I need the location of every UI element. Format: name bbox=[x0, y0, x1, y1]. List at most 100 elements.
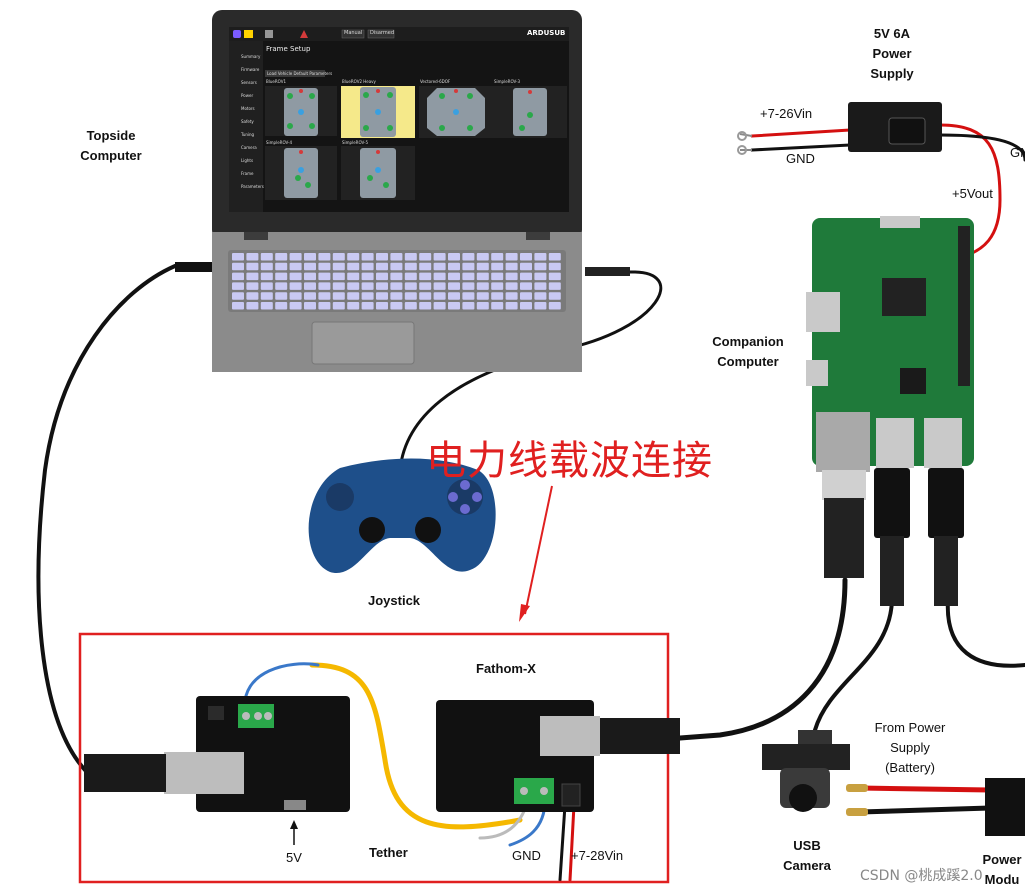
screen-menu-item[interactable]: Lights bbox=[241, 158, 254, 163]
keyboard-key bbox=[332, 302, 345, 310]
watermark: CSDN @桃成蹊2.0 bbox=[860, 868, 983, 884]
keyboard-key bbox=[246, 302, 259, 310]
label-gnd-cut: GN bbox=[1010, 145, 1025, 160]
keyboard-key bbox=[361, 292, 374, 300]
psu-red-in bbox=[750, 128, 852, 138]
label-joystick: Joystick bbox=[368, 593, 421, 608]
keyboard-key bbox=[419, 262, 432, 271]
keyboard-key bbox=[491, 253, 504, 261]
keyboard-key bbox=[520, 292, 532, 300]
battery-black bbox=[857, 805, 993, 815]
keyboard-key bbox=[246, 272, 259, 281]
screen-menu-item[interactable]: Firmware bbox=[241, 67, 260, 72]
keyboard-key bbox=[347, 262, 360, 271]
frame-tile-label[interactable]: SimpleROV-4 bbox=[266, 140, 293, 145]
keyboard-key bbox=[318, 292, 331, 300]
keyboard-key bbox=[304, 253, 316, 261]
screen-menu-item[interactable]: Motors bbox=[241, 106, 255, 111]
screen-menu-item[interactable]: Summary bbox=[241, 54, 261, 59]
keyboard-key bbox=[404, 272, 417, 281]
cables bbox=[36, 123, 1025, 882]
keyboard-key bbox=[448, 253, 460, 261]
screen-menu-item[interactable]: Tuning bbox=[241, 132, 255, 137]
label-power-supply: 5V 6A Power Supply bbox=[870, 26, 914, 81]
keyboard-key bbox=[491, 262, 504, 271]
keyboard-key bbox=[404, 262, 417, 271]
keyboard-key bbox=[361, 272, 374, 281]
label-vin-bottom: +7-28Vin bbox=[571, 848, 624, 863]
power-module-box bbox=[985, 778, 1025, 836]
frame-tile-label[interactable]: BlueROV1 bbox=[266, 79, 286, 84]
keyboard-keys bbox=[232, 253, 561, 310]
screen-menu-item[interactable]: Parameters bbox=[241, 184, 264, 189]
laptop bbox=[175, 10, 630, 372]
ethernet-cable-left bbox=[36, 264, 177, 772]
screen-menu-item[interactable]: Frame bbox=[241, 171, 254, 176]
keyboard-key bbox=[246, 282, 259, 290]
label-usb-camera: USB Camera bbox=[783, 838, 831, 873]
keyboard-key bbox=[520, 272, 532, 281]
keyboard-key bbox=[318, 253, 331, 261]
screen-menu-item[interactable]: Camera bbox=[241, 145, 257, 150]
frame-tile-label[interactable]: Vectored-6DOF bbox=[420, 79, 451, 84]
keyboard-key bbox=[419, 292, 432, 300]
load-defaults-button[interactable]: Load Vehicle Default Parameters bbox=[267, 71, 333, 76]
screen-brand: ARDUSUB bbox=[527, 29, 566, 37]
frame-tile-label[interactable]: SimpleROV-5 bbox=[342, 140, 369, 145]
label-5v: 5V bbox=[286, 850, 302, 865]
keyboard-key bbox=[404, 292, 417, 300]
screen-menu-item[interactable]: Power bbox=[241, 93, 254, 98]
keyboard-key bbox=[260, 253, 273, 261]
keyboard-key bbox=[548, 262, 561, 271]
keyboard-key bbox=[462, 302, 475, 310]
keyboard-key bbox=[376, 253, 388, 261]
screen-menu-item[interactable]: Safety bbox=[241, 119, 254, 124]
frame-tile-label[interactable]: SimpleROV-3 bbox=[494, 79, 521, 84]
keyboard-key bbox=[390, 272, 403, 281]
fathom-board-left bbox=[84, 696, 350, 812]
keyboard-key bbox=[376, 302, 388, 310]
keyboard-key bbox=[462, 272, 475, 281]
keyboard-key bbox=[332, 292, 345, 300]
keyboard-key bbox=[505, 253, 518, 261]
keyboard-key bbox=[505, 282, 518, 290]
keyboard-key bbox=[390, 302, 403, 310]
raspberry-pi bbox=[806, 216, 974, 472]
keyboard-key bbox=[534, 262, 547, 271]
keyboard-key bbox=[260, 272, 273, 281]
keyboard-key bbox=[433, 282, 446, 290]
keyboard-key bbox=[275, 292, 288, 300]
keyboard-key bbox=[361, 302, 374, 310]
keyboard-key bbox=[419, 302, 432, 310]
keyboard-key bbox=[404, 253, 417, 261]
keyboard-key bbox=[376, 292, 388, 300]
keyboard-key bbox=[376, 262, 388, 271]
arm-select[interactable]: Disarmed bbox=[370, 30, 394, 36]
chinese-caption: 电力线载波连接 bbox=[426, 438, 713, 484]
keyboard-key bbox=[476, 262, 489, 271]
frame-tile-label[interactable]: BlueROV2 Heavy bbox=[342, 79, 376, 84]
screen-page-title: Frame Setup bbox=[266, 45, 311, 53]
keyboard-key bbox=[275, 282, 288, 290]
keyboard-key bbox=[548, 253, 561, 261]
keyboard-key bbox=[390, 262, 403, 271]
keyboard-key bbox=[347, 272, 360, 281]
keyboard-key bbox=[304, 272, 316, 281]
keyboard-key bbox=[433, 292, 446, 300]
keyboard-key bbox=[505, 272, 518, 281]
keyboard-key bbox=[318, 272, 331, 281]
keyboard-key bbox=[390, 282, 403, 290]
keyboard-key bbox=[232, 282, 244, 290]
mode-select[interactable]: Manual bbox=[344, 30, 363, 36]
keyboard-key bbox=[232, 253, 244, 261]
keyboard-key bbox=[433, 272, 446, 281]
screen-menu-item[interactable]: Sensors bbox=[241, 80, 257, 85]
keyboard-key bbox=[347, 253, 360, 261]
keyboard-key bbox=[260, 282, 273, 290]
psu-black-in bbox=[750, 143, 852, 152]
label-from-power-supply: From Power Supply (Battery) bbox=[874, 720, 946, 775]
pi-plugs bbox=[822, 468, 964, 606]
keyboard-key bbox=[246, 292, 259, 300]
keyboard-key bbox=[476, 292, 489, 300]
usb-cable-right bbox=[945, 598, 1025, 668]
